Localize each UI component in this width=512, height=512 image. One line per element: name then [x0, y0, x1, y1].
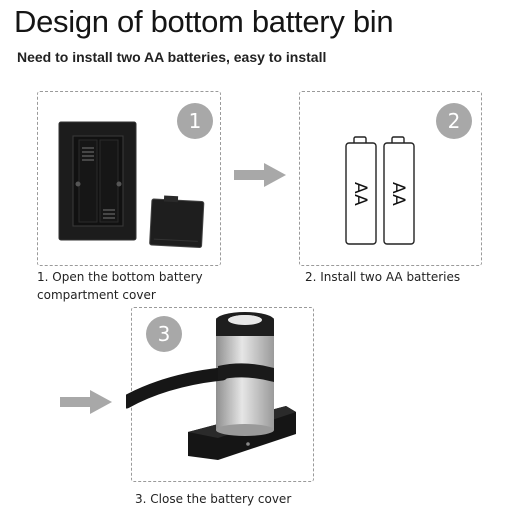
step-2-panel: 2 AA AA — [299, 91, 482, 266]
battery-icon — [345, 136, 415, 245]
step-1-badge: 1 — [177, 103, 213, 139]
battery-label-right: AA — [388, 182, 408, 206]
arrow-right-icon — [234, 163, 286, 187]
step-3-panel: 3 — [126, 307, 314, 482]
step-1-panel: 1 — [37, 91, 221, 266]
page-subtitle: Need to install two AA batteries, easy t… — [17, 49, 327, 65]
step-1-caption: 1. Open the bottom battery compartment c… — [37, 270, 203, 302]
step-2-caption: 2. Install two AA batteries — [305, 270, 461, 284]
step-3-badge: 3 — [146, 316, 182, 352]
step-3-caption: 3. Close the battery cover — [135, 492, 292, 506]
step-2-badge: 2 — [436, 103, 472, 139]
arrow-right-icon — [60, 390, 112, 414]
battery-label-left: AA — [350, 182, 370, 206]
page-title: Design of bottom battery bin — [14, 4, 394, 39]
battery-compartment-icon — [58, 121, 205, 248]
sprayer-device-icon — [126, 312, 296, 460]
